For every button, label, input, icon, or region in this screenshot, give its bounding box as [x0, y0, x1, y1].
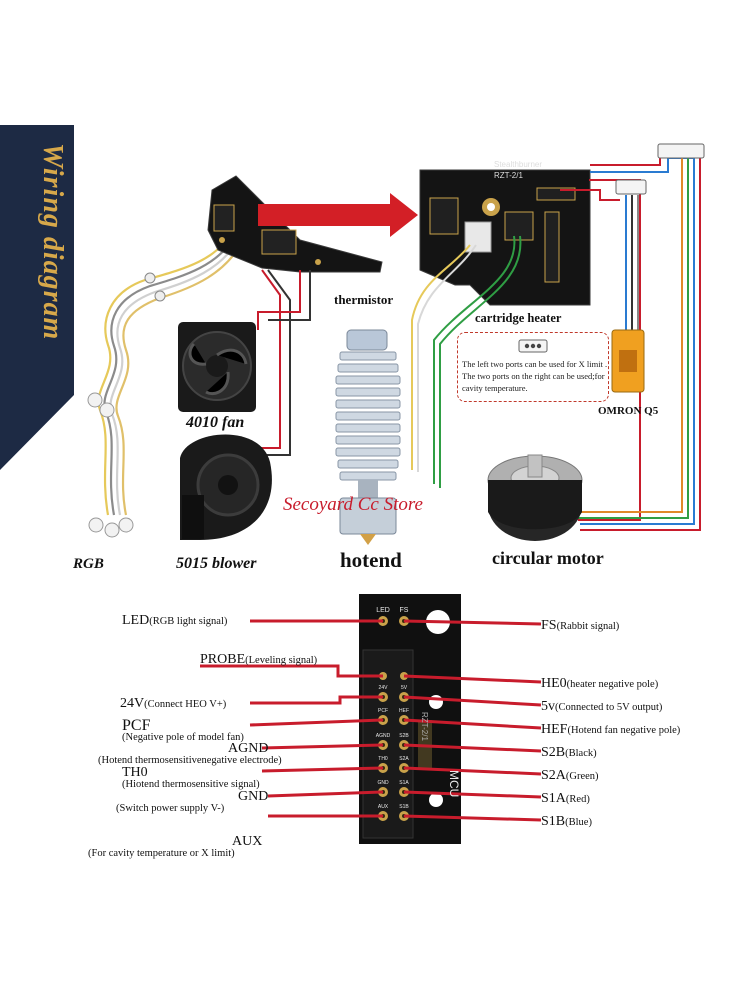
board-pin-label: 5V — [401, 685, 408, 691]
pin-left-3-name: PCF — [122, 717, 151, 734]
circular-motor — [487, 454, 583, 541]
rgb-wiring — [97, 231, 245, 516]
board-pin-label: S2A — [399, 756, 409, 762]
rgb-connector-5v — [144, 272, 166, 302]
fan-4010 — [178, 322, 256, 412]
rgb-led-chain — [87, 392, 134, 538]
pin-left-6-desc: (Switch power supply V-) — [116, 803, 225, 814]
board-wiring — [411, 149, 701, 531]
board-pin-label: PCF — [378, 708, 388, 714]
fan-4010-label: 4010 fan — [186, 414, 245, 431]
red-arrow — [258, 193, 418, 237]
blower-5015-label: 5015 blower — [176, 555, 257, 572]
side-banner — [0, 125, 74, 470]
left-leader-lines — [200, 619, 384, 818]
pin-right-6: S1A(Red) — [541, 791, 590, 806]
pin-left-5-desc: (Hiotend thermosensitive signal) — [122, 779, 260, 790]
board-pin-label: GND — [377, 780, 389, 786]
leader-s2a — [403, 766, 542, 776]
pin-left-7-desc: (For cavity temperature or X limit) — [88, 848, 235, 859]
leader-24v — [250, 695, 383, 705]
board-pin-label: S2B — [399, 733, 409, 739]
pin-left-5-name: TH0 — [122, 765, 148, 780]
hotend-illustration — [335, 329, 401, 545]
board-pin-label: 24V — [379, 685, 389, 691]
board-pin-label: S1B — [399, 804, 409, 810]
board-pin-label: S1A — [399, 780, 409, 786]
right-leader-lines — [403, 619, 542, 822]
pin-left-6-name: GND — [238, 789, 269, 804]
pin-right-1: HE0(heater negative pole) — [541, 676, 659, 691]
mcu-board-pin-labels: LED FS 24V 5V PCF HEF AGND S2B TH0 S2A GND S1A AUX S1… — [376, 607, 410, 810]
leader-agnd — [261, 743, 384, 750]
watermark: Secoyard Cc Store — [283, 494, 423, 515]
leader-s2b — [403, 743, 542, 753]
fan-wiring — [252, 269, 311, 456]
toolhead-wing-pcb — [207, 175, 383, 273]
board-pin-label: AUX — [378, 804, 389, 810]
pin-left-4-name: AGND — [228, 741, 269, 756]
port-note-text: The left two ports can be used for X lim… — [462, 359, 608, 393]
thermistor-label: thermistor — [334, 292, 394, 307]
rgb-label: RGB — [73, 556, 104, 572]
board-pin-label: TH0 — [378, 756, 388, 762]
hotend-label: hotend — [340, 548, 402, 572]
board-pin-label: FS — [400, 607, 409, 614]
leader-he0 — [403, 674, 542, 684]
leader-pcf — [249, 718, 384, 727]
leader-th0 — [261, 766, 384, 773]
board-title-line1: Stealthburner — [494, 160, 543, 169]
board-pin-label: HEF — [399, 708, 409, 714]
mcu-board-label: MCU — [447, 770, 461, 797]
omron-sensor — [611, 329, 645, 393]
stealthburner-board — [419, 169, 591, 306]
pin-right-7: S1B(Blue) — [541, 814, 592, 829]
leader-s1b — [403, 814, 542, 822]
pin-left-2: 24V(Connect HEO V+) — [120, 696, 227, 711]
pin-left-1: PROBE(Leveling signal) — [200, 652, 318, 667]
wire-connector-top — [615, 143, 705, 195]
leader-5v — [403, 695, 542, 707]
pin-left-0: LED(RGB light signal) — [122, 613, 228, 628]
pin-right-2: 5v(Connected to 5V output) — [541, 699, 663, 714]
board-title-line2: RZT-2/1 — [494, 171, 523, 180]
mcu-board-brand: RZT-2/1 — [420, 712, 429, 741]
leader-gnd — [267, 790, 384, 798]
omron-label: OMRON Q5 — [598, 405, 659, 417]
cartridge-heater-label: cartridge heater — [475, 311, 562, 325]
leader-hef — [403, 718, 542, 730]
pin-right-4: S2B(Black) — [541, 745, 597, 760]
board-pin-label: AGND — [376, 733, 391, 739]
pin-right-5: S2A(Green) — [541, 768, 599, 783]
blower-5015 — [180, 434, 272, 540]
note-connector-icon — [518, 339, 548, 353]
board-pin-label: LED — [376, 607, 390, 614]
pin-right-3: HEF(Hotend fan negative pole) — [541, 722, 681, 737]
banner-title: Wiring diagram — [37, 143, 68, 341]
pin-left-7-name: AUX — [232, 834, 263, 849]
pin-left-4-desc: (Hotend thermosensitivenegative electrod… — [98, 755, 282, 766]
leader-probe — [200, 664, 383, 678]
leader-s1a — [403, 790, 542, 799]
pin-left-3-desc: (Negative pole of model fan) — [122, 732, 244, 743]
circular-motor-label: circular motor — [492, 548, 604, 568]
leader-fs — [403, 619, 542, 626]
pin-right-0: FS(Rabbit signal) — [541, 618, 620, 633]
